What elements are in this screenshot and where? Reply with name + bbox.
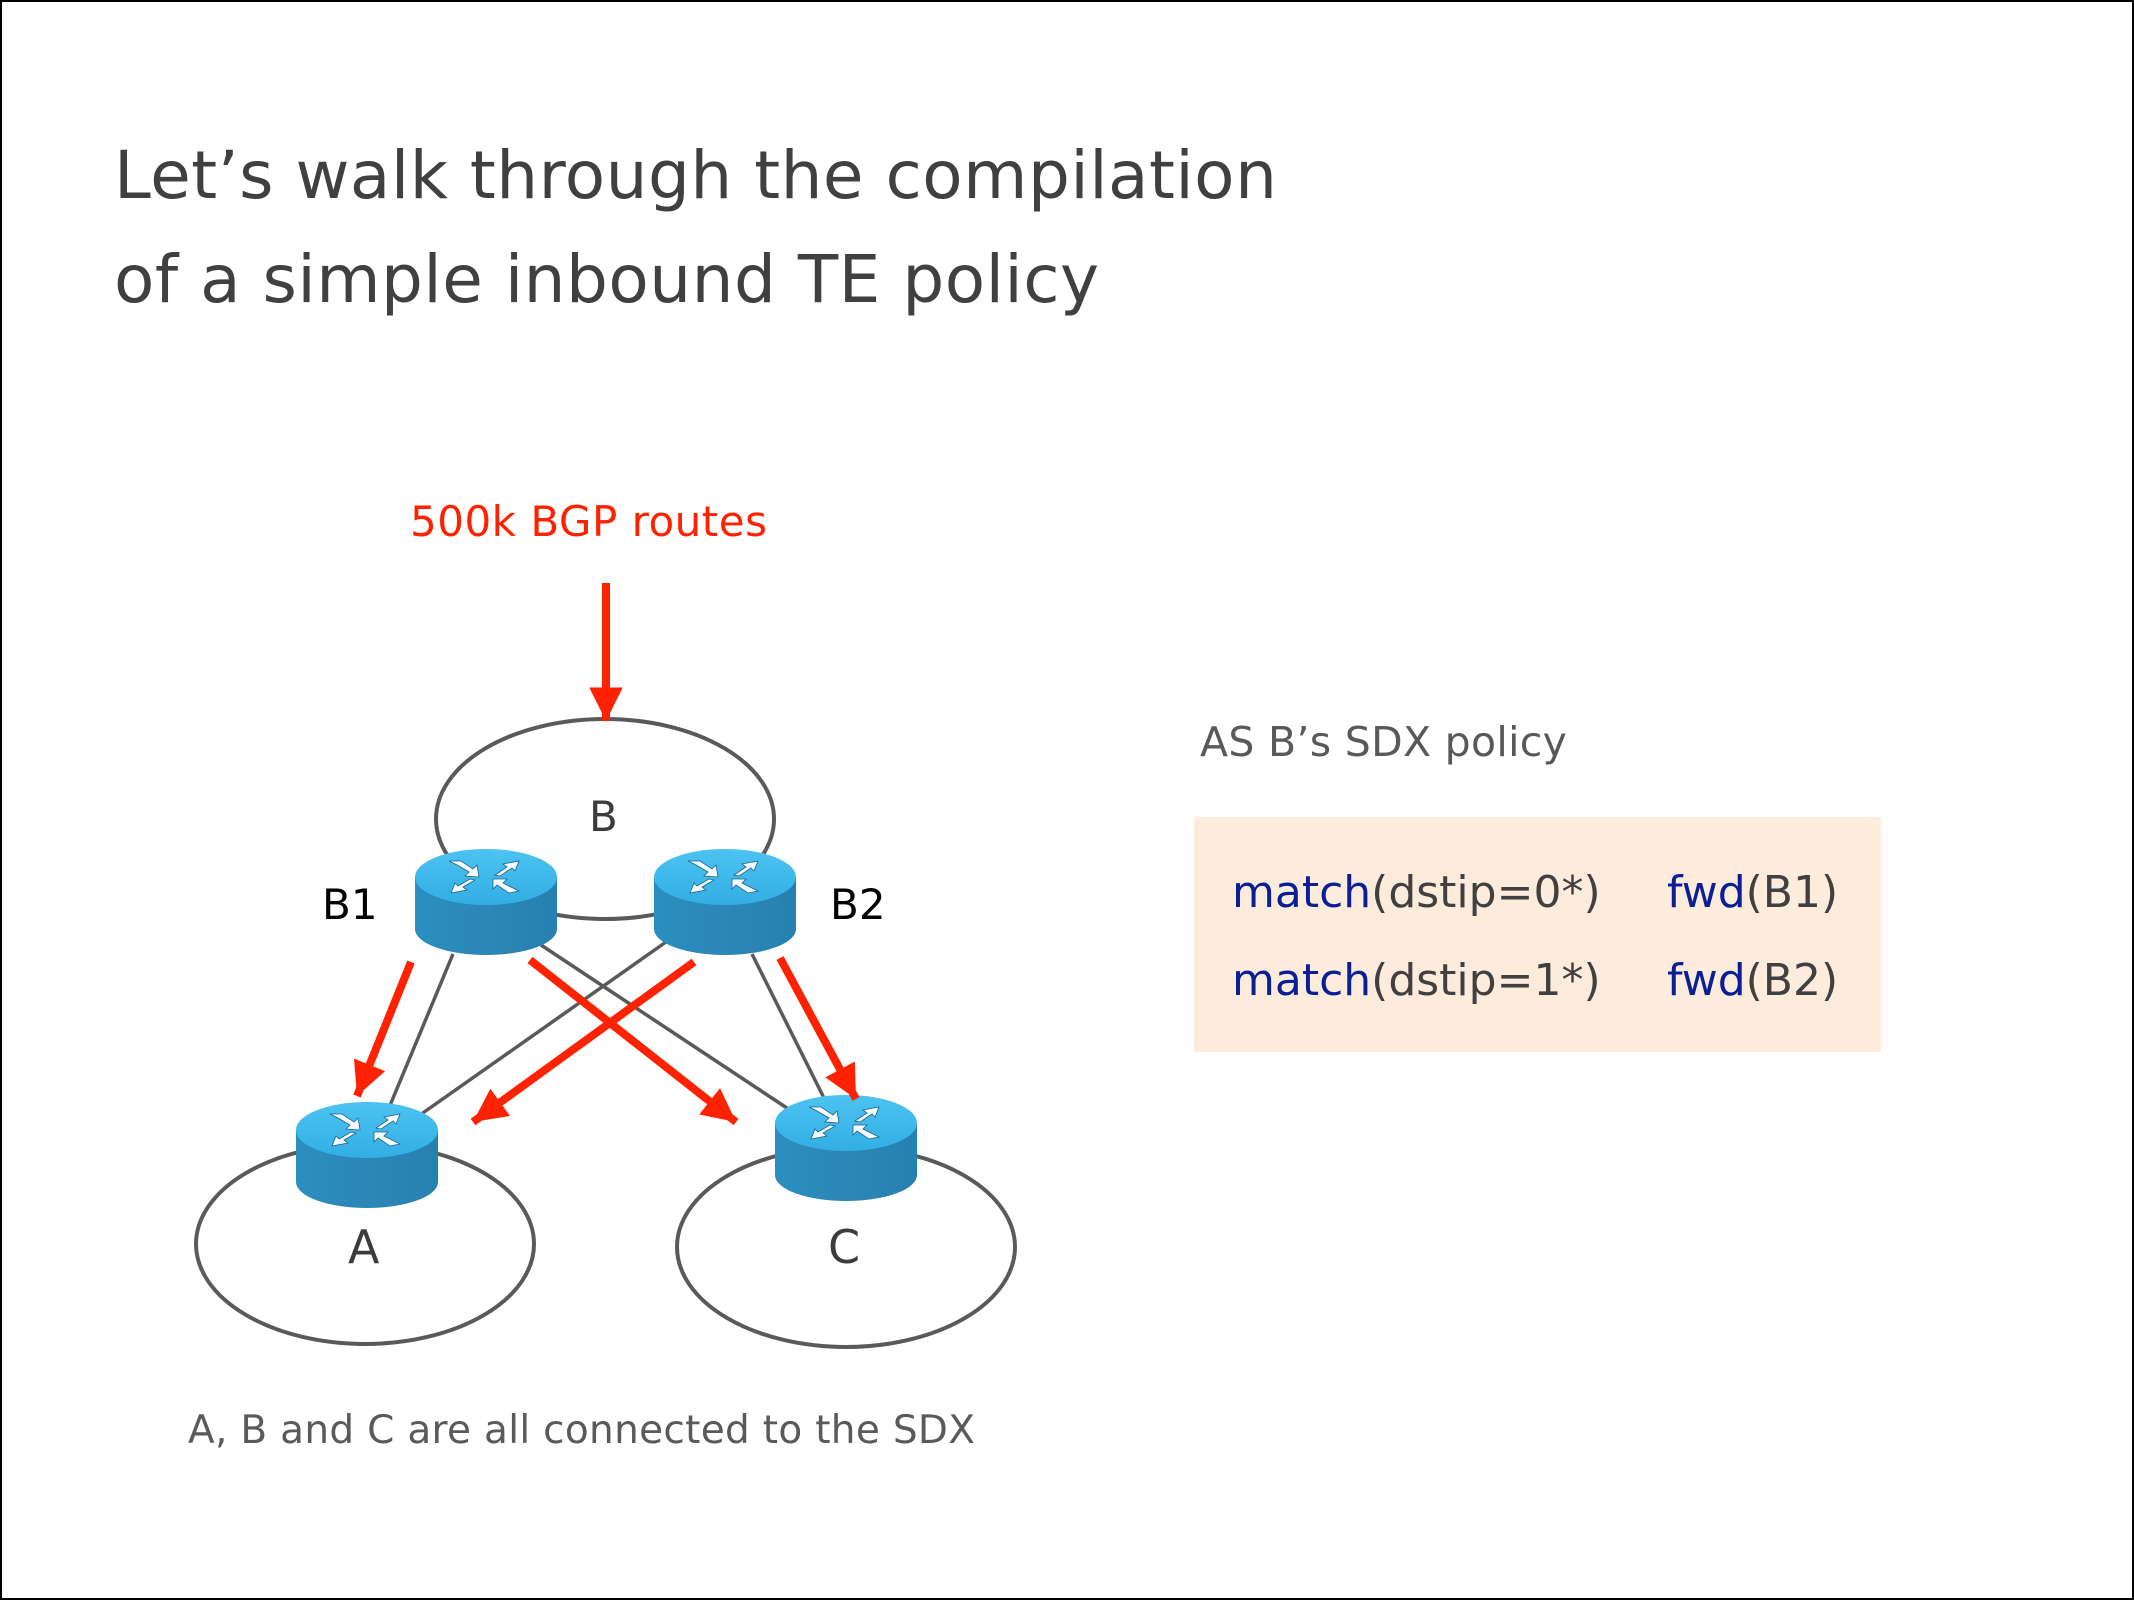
- as-c-label: C: [828, 1220, 861, 1274]
- policy-action: fwd(B1): [1667, 867, 1838, 918]
- title-line-1: Let’s walk through the compilation: [114, 137, 1278, 214]
- fwd-args: (B1): [1745, 867, 1839, 918]
- match-keyword: match: [1232, 955, 1372, 1006]
- fwd-keyword: fwd: [1667, 955, 1746, 1006]
- link-b1-c: [540, 943, 803, 1120]
- match-keyword: match: [1232, 867, 1372, 918]
- link-b2-a: [408, 940, 668, 1124]
- as-b-label: B: [589, 792, 618, 841]
- policy-action: fwd(B2): [1667, 955, 1838, 1006]
- router-c-icon: [774, 1094, 918, 1202]
- slide-title: Let’s walk through the compilation of a …: [114, 124, 1277, 332]
- link-b1-a: [384, 953, 455, 1116]
- router-b1-icon: [414, 848, 558, 956]
- router-b2-icon: [653, 848, 797, 956]
- match-args: (dstip=1*): [1371, 955, 1601, 1006]
- as-a-label: A: [348, 1220, 380, 1274]
- fwd-args: (B2): [1745, 955, 1839, 1006]
- policy-rule: match(dstip=0*) fwd(B1): [1232, 867, 1838, 918]
- arrow-b2-to-c: [776, 956, 860, 1101]
- fwd-keyword: fwd: [1667, 867, 1746, 918]
- router-b1-label: B1: [322, 880, 378, 929]
- bgp-routes-label: 500k BGP routes: [410, 497, 768, 546]
- diagram-caption: A, B and C are all connected to the SDX: [188, 1408, 976, 1453]
- policy-box: match(dstip=0*) fwd(B1) match(dstip=1*) …: [1194, 817, 1881, 1052]
- link-b2-c: [750, 953, 830, 1107]
- router-a-icon: [295, 1101, 439, 1209]
- policy-title: AS B’s SDX policy: [1200, 718, 1568, 766]
- policy-rule: match(dstip=1*) fwd(B2): [1232, 955, 1838, 1006]
- title-line-2: of a simple inbound TE policy: [114, 241, 1100, 318]
- router-b2-label: B2: [830, 880, 886, 929]
- match-args: (dstip=0*): [1371, 867, 1601, 918]
- arrow-b2-to-a: [470, 958, 697, 1126]
- arrow-b1-to-c: [527, 956, 739, 1126]
- arrow-b1-to-a: [353, 960, 415, 1098]
